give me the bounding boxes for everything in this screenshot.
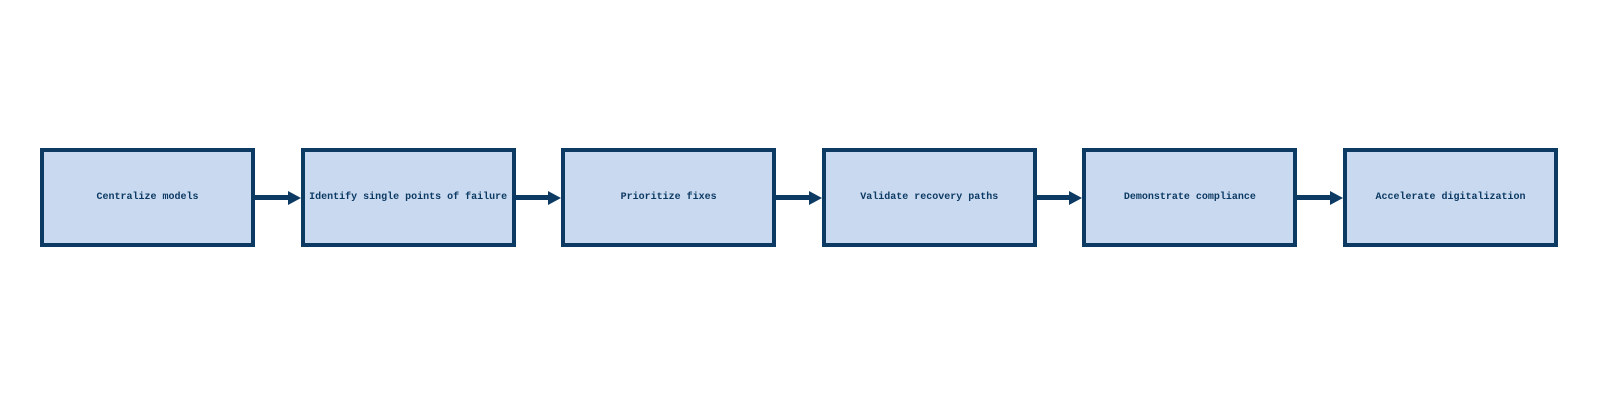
flow-step-centralize-models: Centralize models (40, 148, 255, 247)
flow-arrow (515, 148, 562, 247)
flow-step-label: Accelerate digitalization (1375, 192, 1526, 203)
flow-arrow (1297, 148, 1343, 247)
flow-arrow (1036, 148, 1083, 247)
arrow-right-icon (287, 190, 301, 205)
flow-step-demonstrate-compliance: Demonstrate compliance (1082, 148, 1298, 247)
flow-arrow (255, 148, 301, 247)
arrow-right-icon (548, 190, 562, 205)
flow-step-prioritize-fixes: Prioritize fixes (561, 148, 777, 247)
arrow-line (776, 195, 810, 200)
arrow-right-icon (1329, 190, 1343, 205)
flow-step-label: Demonstrate compliance (1123, 192, 1256, 203)
flow-step-label: Validate recovery paths (860, 192, 999, 203)
flow-step-identify-single-points-of-failure: Identify single points of failure (300, 148, 516, 247)
flow-step-validate-recovery-paths: Validate recovery paths (821, 148, 1037, 247)
arrow-right-icon (808, 190, 822, 205)
flow-step-label: Centralize models (96, 192, 199, 203)
flow-step-label: Prioritize fixes (620, 192, 717, 203)
flow-step-accelerate-digitalization: Accelerate digitalization (1342, 148, 1558, 247)
arrow-right-icon (1069, 190, 1083, 205)
arrow-line (255, 195, 289, 200)
flow-row: Centralize models Identify single points… (40, 148, 1558, 247)
arrow-line (1297, 195, 1331, 200)
arrow-line (1036, 195, 1071, 200)
flow-arrow (776, 148, 822, 247)
arrow-line (515, 195, 550, 200)
flow-step-label: Identify single points of failure (309, 192, 508, 203)
